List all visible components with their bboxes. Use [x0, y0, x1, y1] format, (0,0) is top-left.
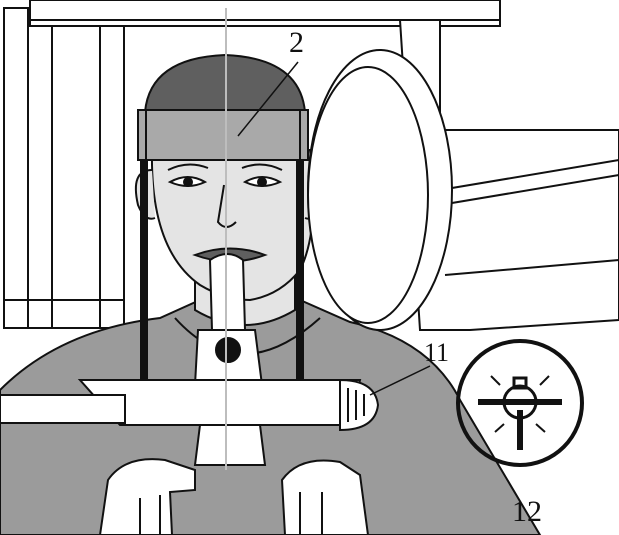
head-support-disc	[308, 50, 452, 330]
machine-column	[4, 8, 124, 328]
callout-headband: 2	[289, 28, 304, 58]
callout-positioning-light: 11	[424, 340, 449, 366]
callout-light-symbol: 12	[512, 497, 542, 527]
headband	[138, 110, 308, 160]
light-bulb-icon	[458, 341, 582, 465]
